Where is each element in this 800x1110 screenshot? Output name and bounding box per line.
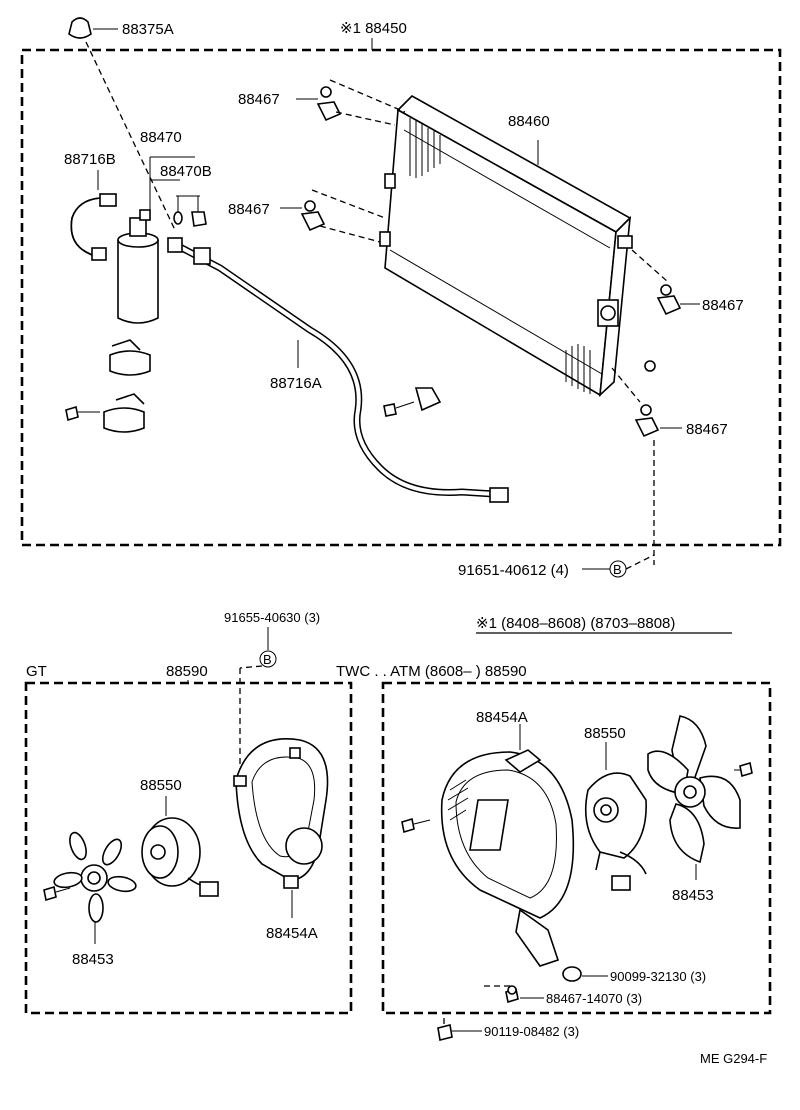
label-88375A: 88375A <box>122 21 174 38</box>
atm-fan-88453: 88453 <box>647 715 753 904</box>
atm-label-88550: 88550 <box>584 725 626 742</box>
gt-group-label: 88590 <box>166 663 208 680</box>
atm-grommet: 90099-32130 (3) <box>562 966 706 984</box>
bracket-88467-a: 88467 <box>238 79 406 126</box>
gt-assembly: 91655-40630 (3) B GT 88590 88453 <box>24 610 353 1015</box>
receiver-clamps <box>65 339 151 433</box>
atm-motor-88550: 88550 <box>584 725 647 891</box>
bracket-88467-c: 88467 <box>631 249 744 316</box>
gt-motor-88550: 88550 <box>140 777 219 897</box>
label-88467-c: 88467 <box>702 297 744 314</box>
top-group-label: ※1 88450 <box>340 20 407 37</box>
label-88467-a: 88467 <box>238 91 280 108</box>
atm-note: ※1 (8408–8608) (8703–8808) <box>476 615 675 632</box>
label-88716B: 88716B <box>64 151 116 168</box>
atm-title: TWC . . ATM (8608– ) 88590 <box>336 663 527 680</box>
atm-bolt-a: 88467-14070 (3) <box>484 985 642 1006</box>
atm-assembly: TWC . . ATM (8608– ) 88590 88454A <box>336 663 772 1015</box>
label-90119-08482: 90119-08482 (3) <box>484 1024 579 1039</box>
receiver-88470: 88470 <box>117 129 195 324</box>
gt-label-88453: 88453 <box>72 951 114 968</box>
condenser-88460: 88460 <box>379 95 633 398</box>
tube-bracket <box>383 387 442 417</box>
parts-88470B: 88470B <box>160 163 212 227</box>
tube-88716A: 88716A <box>167 237 509 503</box>
marker-b-top-text: B <box>613 562 622 577</box>
label-91651-40612: 91651-40612 (4) <box>458 562 569 579</box>
label-88716A: 88716A <box>270 375 322 392</box>
label-88467-d: 88467 <box>686 421 728 438</box>
gt-frame <box>24 681 353 1015</box>
gt-bolt-ref: 91655-40630 (3) <box>224 610 320 625</box>
atm-label-88454A: 88454A <box>476 709 528 726</box>
atm-frame <box>381 681 772 1015</box>
bolt-90119: 90119-08482 (3) <box>437 1014 579 1041</box>
label-88467-b: 88467 <box>228 201 270 218</box>
bracket-88467-d: 88467 <box>611 360 728 565</box>
atm-shroud-88454A: 88454A <box>401 709 575 967</box>
top-assembly-frame <box>20 48 782 547</box>
gt-title: GT <box>26 663 47 680</box>
marker-b-gt <box>259 650 277 668</box>
atm-label-88467-14070: 88467-14070 (3) <box>546 991 642 1006</box>
top-bolt-ref: 91651-40612 (4) B <box>458 554 655 579</box>
gt-label-88454A: 88454A <box>266 925 318 942</box>
gt-label-88550: 88550 <box>140 777 182 794</box>
footer-code: ME G294-F <box>700 1051 767 1066</box>
atm-label-88453: 88453 <box>672 887 714 904</box>
marker-b-gt-text: B <box>263 652 272 667</box>
label-88470B: 88470B <box>160 163 212 180</box>
label-88460: 88460 <box>508 113 550 130</box>
label-88470: 88470 <box>140 129 182 146</box>
cap-88375A: 88375A <box>68 17 176 231</box>
tube-88716B: 88716B <box>64 151 117 261</box>
atm-label-90099: 90099-32130 (3) <box>610 969 706 984</box>
top-assembly: ※1 88450 88375A <box>20 17 782 579</box>
bracket-88467-b: 88467 <box>228 189 386 243</box>
gt-fan-88453: 88453 <box>43 831 137 968</box>
gt-shroud-88454A: 88454A <box>233 738 329 942</box>
